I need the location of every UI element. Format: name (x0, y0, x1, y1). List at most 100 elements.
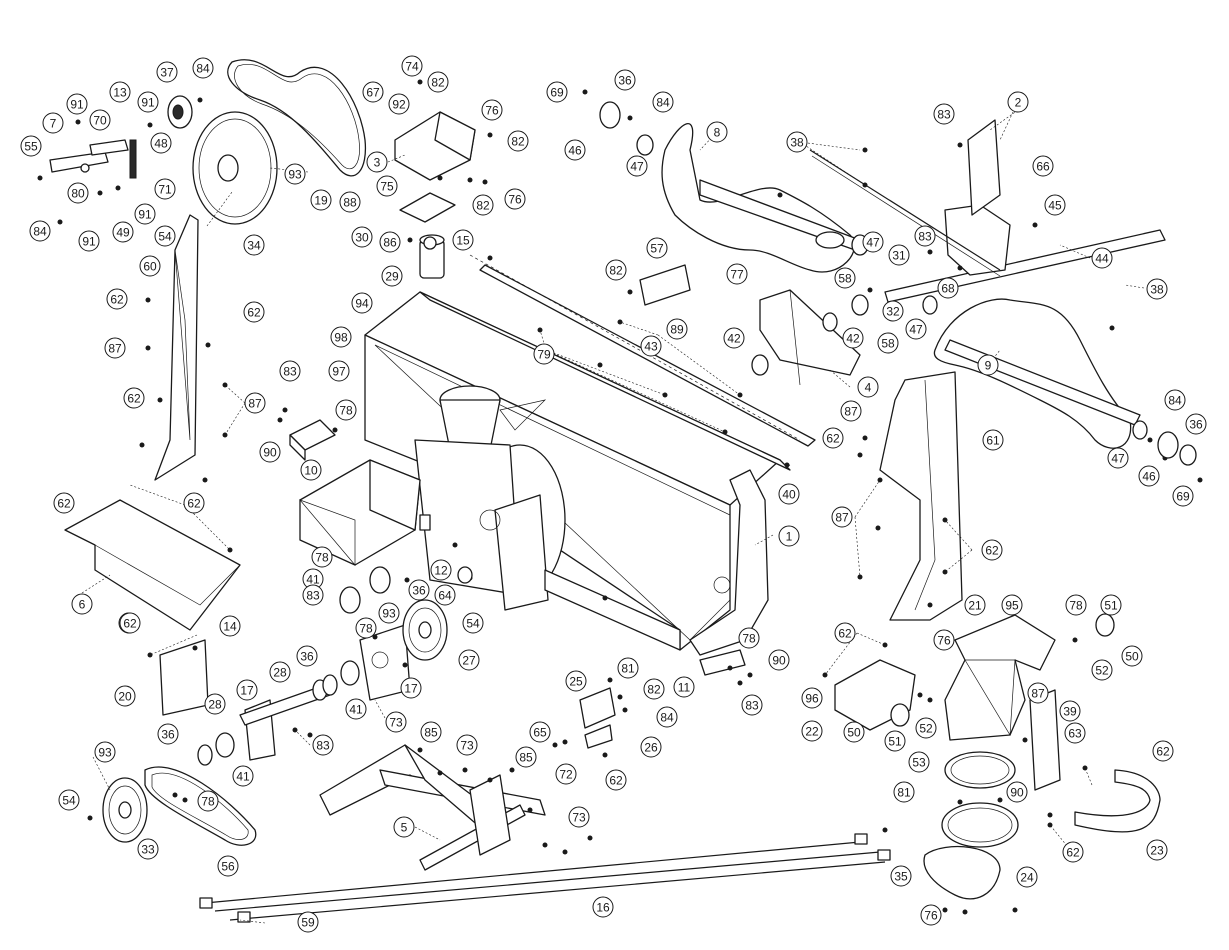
callout-9: 9 (977, 354, 999, 376)
callout-89: 89 (666, 318, 688, 340)
callout-circle (1185, 413, 1207, 435)
callout-circle (408, 579, 430, 601)
callout-number: 52 (919, 722, 933, 736)
callout-number: 78 (339, 404, 353, 418)
callout-circle (137, 838, 159, 860)
callout-47: 47 (862, 231, 884, 253)
callout-83: 83 (279, 360, 301, 382)
callout-58: 58 (834, 267, 856, 289)
callout-number: 69 (550, 86, 564, 100)
callout-circle (1001, 594, 1023, 616)
callout-number: 86 (383, 236, 397, 250)
callout-number: 73 (572, 811, 586, 825)
chute-motor-assembly (394, 111, 476, 279)
callout-circle (1032, 155, 1054, 177)
callout-31: 31 (888, 244, 910, 266)
callout-number: 13 (113, 86, 127, 100)
callout-78: 78 (1065, 594, 1087, 616)
callout-number: 87 (108, 342, 122, 356)
callout-84: 84 (656, 706, 678, 728)
callout-number: 46 (568, 144, 582, 158)
callout-84: 84 (29, 220, 51, 242)
callout-circle (197, 790, 219, 812)
callout-number: 50 (847, 726, 861, 740)
callout-circle (204, 693, 226, 715)
callout-circle (335, 399, 357, 421)
frame-5 (319, 744, 546, 871)
callout-number: 84 (1168, 394, 1182, 408)
callout-number: 82 (431, 76, 445, 90)
callout-number: 53 (912, 756, 926, 770)
callout-number: 75 (380, 180, 394, 194)
auger-center-4 (759, 289, 861, 386)
auger-housing (364, 254, 816, 656)
callout-circle (284, 163, 306, 185)
callout-circle (462, 612, 484, 634)
callout-circle (1172, 485, 1194, 507)
callout-25: 25 (565, 670, 587, 692)
callout-circle (920, 904, 942, 926)
callout-23: 23 (1146, 839, 1168, 861)
callout-circle (243, 301, 265, 323)
callout-number: 73 (460, 739, 474, 753)
callout-circle (1121, 645, 1143, 667)
callout-circle (801, 687, 823, 709)
callout-number: 92 (392, 98, 406, 112)
callout-number: 54 (158, 230, 172, 244)
callout-number: 15 (456, 234, 470, 248)
callout-number: 70 (93, 114, 107, 128)
callout-number: 72 (559, 768, 573, 782)
gearbox-cover (298, 459, 431, 566)
callout-circle (893, 781, 915, 803)
callout-39: 39 (1059, 700, 1081, 722)
callout-circle (472, 194, 494, 216)
callout-number: 83 (745, 699, 759, 713)
callout-number: 77 (730, 268, 744, 282)
callout-circle (420, 721, 442, 743)
callout-87: 87 (1027, 682, 1049, 704)
callout-number: 32 (886, 305, 900, 319)
callout-85: 85 (515, 746, 537, 768)
callout-circle (66, 93, 88, 115)
callout-47: 47 (626, 155, 648, 177)
callout-73: 73 (568, 806, 590, 828)
callout-number: 89 (670, 323, 684, 337)
callout-71: 71 (154, 178, 176, 200)
callout-number: 79 (537, 348, 551, 362)
side-plate-left (154, 214, 199, 481)
callout-circle (20, 135, 42, 157)
drive-rod-38 (809, 149, 1001, 277)
pulley-large (192, 111, 278, 225)
callout-82: 82 (507, 130, 529, 152)
callout-circle (355, 617, 377, 639)
callout-circle (1164, 389, 1186, 411)
callout-62: 62 (123, 387, 145, 409)
bearings-bushings (423, 101, 1197, 727)
callout-circle (768, 649, 790, 671)
callout-number: 80 (71, 187, 85, 201)
callout-circle (219, 615, 241, 637)
callout-42: 42 (723, 327, 745, 349)
callout-90: 90 (1006, 781, 1028, 803)
callout-circle (786, 131, 808, 153)
callout-circle (617, 657, 639, 679)
callout-circle (564, 139, 586, 161)
callout-46: 46 (1138, 465, 1160, 487)
callout-number: 65 (533, 726, 547, 740)
discharge-chute (944, 614, 1056, 741)
callout-circle (982, 429, 1004, 451)
callout-number: 19 (314, 194, 328, 208)
callout-47: 47 (1107, 447, 1129, 469)
callout-circle (330, 326, 352, 348)
callout-circle (831, 506, 853, 528)
callout-circle (1062, 841, 1084, 863)
callout-57: 57 (646, 237, 668, 259)
callout-number: 64 (438, 589, 452, 603)
callout-circle (1146, 839, 1168, 861)
callout-number: 58 (838, 272, 852, 286)
callout-circle (393, 816, 415, 838)
callout-56: 56 (217, 855, 239, 877)
callout-number: 87 (835, 511, 849, 525)
callout-circle (933, 629, 955, 651)
callout-85: 85 (420, 721, 442, 743)
